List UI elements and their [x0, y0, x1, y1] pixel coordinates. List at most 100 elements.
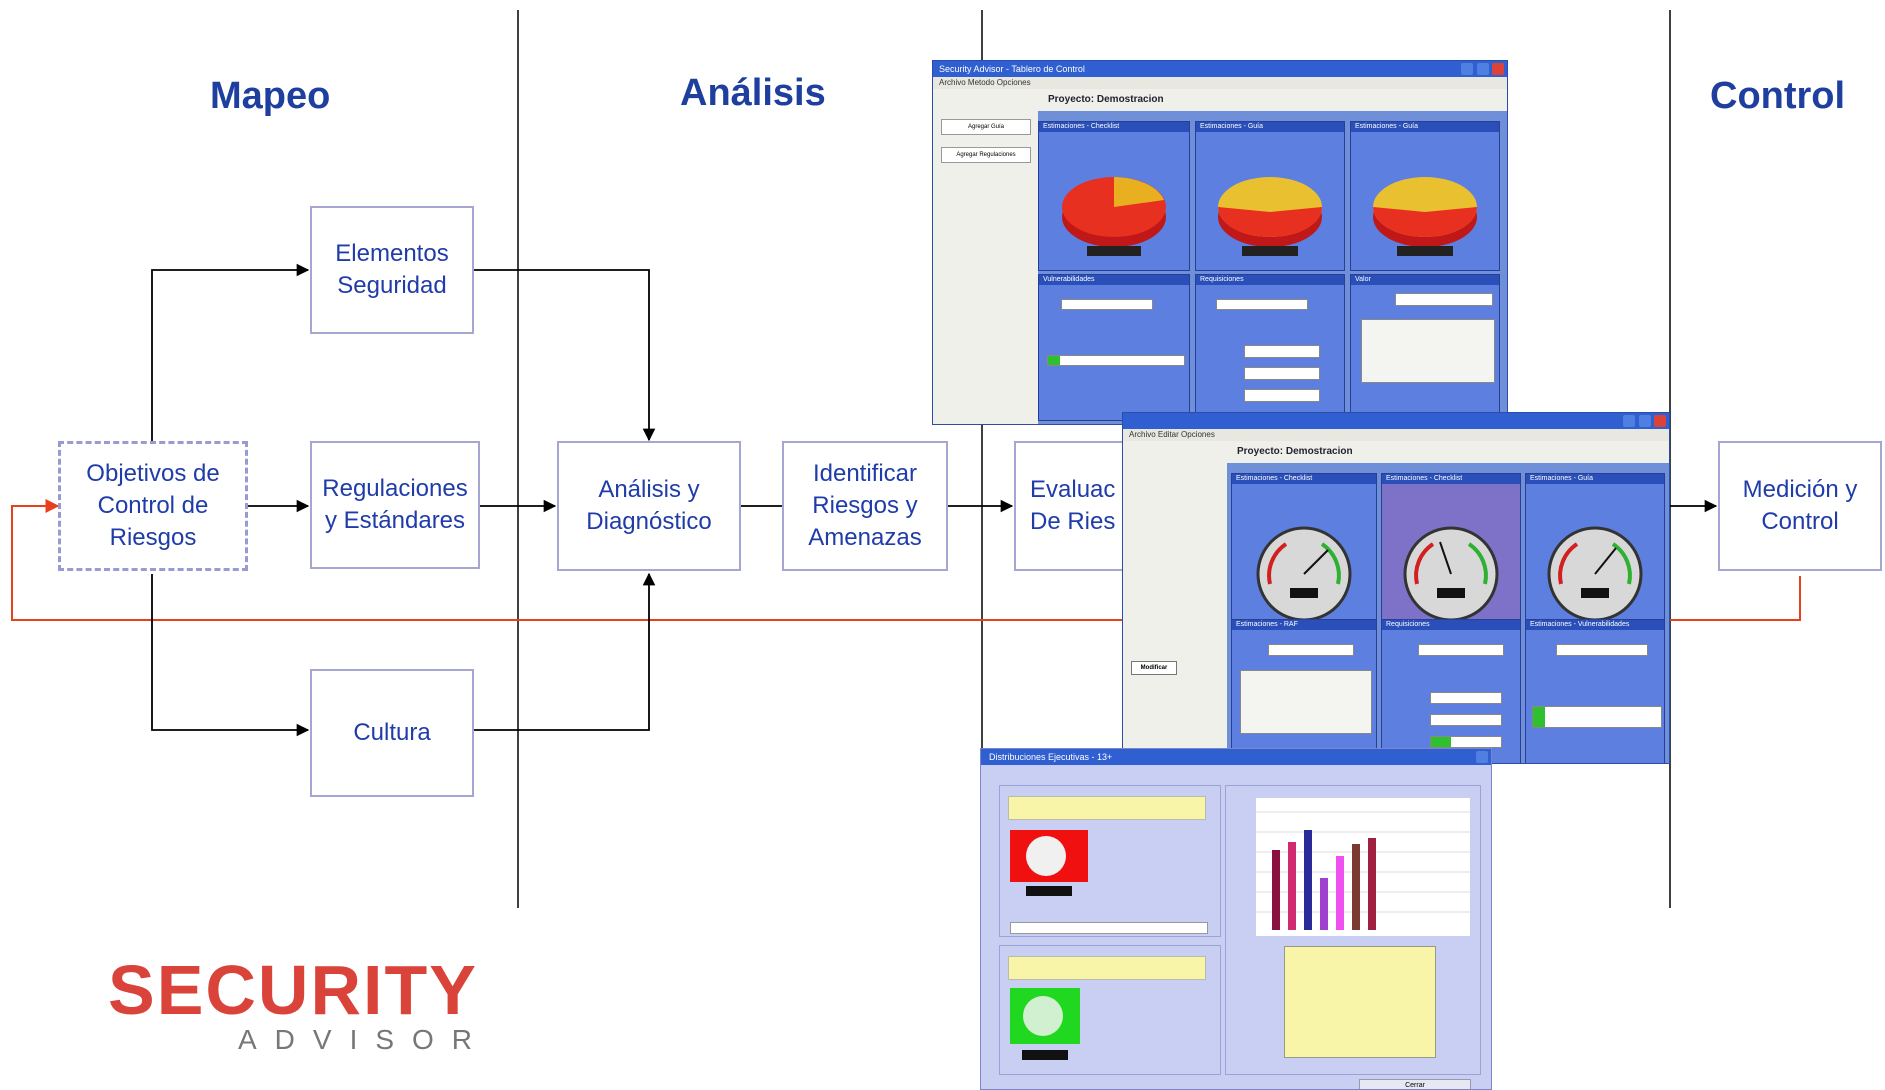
- pie-chart-icon: [1218, 177, 1322, 256]
- minimize-icon: [1461, 63, 1473, 75]
- digital-readout: [1022, 1050, 1068, 1060]
- panel-requisiciones: Requisiciones: [1195, 274, 1345, 421]
- digital-readout: [1026, 886, 1072, 896]
- feedback-arrow: [11, 499, 1801, 621]
- panel-checklist-2: Estimaciones - Checklist: [1381, 473, 1521, 623]
- logo-word: SECURITY: [108, 951, 478, 1029]
- heading-analisis: Análisis: [680, 72, 826, 114]
- heading-mapeo: Mapeo: [210, 75, 331, 117]
- pie-chart-icon: [1373, 177, 1477, 256]
- close-button: Cerrar: [1359, 1079, 1471, 1089]
- project-bar: Proyecto: Demostracion: [1038, 89, 1507, 111]
- text-field: [1430, 692, 1502, 704]
- dropdown: [1061, 299, 1153, 310]
- arrow-to-elementos: [151, 263, 310, 441]
- security-advisor-logo: SECURITY ADVISOR: [108, 955, 528, 1055]
- panel-requisiciones: Requisiciones: [1381, 619, 1521, 763]
- arrow-cultura-analisis: [474, 572, 656, 731]
- close-icon: [1492, 63, 1504, 75]
- panel-header: Requisiciones: [1382, 620, 1520, 630]
- data-table: [1284, 946, 1436, 1058]
- dropdown: [1010, 922, 1208, 934]
- panel-guia-2: Estimaciones - Guía: [1350, 121, 1500, 271]
- status-indicator-green: [1010, 988, 1080, 1044]
- minimize-icon: [1623, 415, 1635, 427]
- panel-header: Valor: [1351, 275, 1499, 285]
- dashboard-window-2: Archivo Editar Opciones Modificar Proyec…: [1122, 412, 1670, 764]
- dropdown: [1395, 293, 1493, 306]
- panel-header: Estimaciones - Checklist: [1039, 122, 1189, 132]
- maximize-icon: [1477, 63, 1489, 75]
- dropdown: [1556, 644, 1648, 656]
- panel-header: Estimaciones - Guía: [1196, 122, 1344, 132]
- progress-bar: [1532, 706, 1662, 728]
- modify-button: Modificar: [1131, 661, 1177, 675]
- window-title: Security Advisor - Tablero de Control: [933, 61, 1507, 77]
- close-icon: [1476, 751, 1488, 763]
- window-title: Distribuciones Ejecutivas - 13+: [981, 749, 1491, 765]
- panel-checklist: Estimaciones - Checklist: [1038, 121, 1190, 271]
- dropdown: [1268, 644, 1354, 656]
- menu-bar: Archivo Editar Opciones: [1123, 429, 1669, 441]
- add-regulations-button: Agregar Regulaciones: [941, 147, 1031, 163]
- report-window: Distribuciones Ejecutivas - 13+: [980, 748, 1492, 1090]
- text-field: [1244, 389, 1320, 402]
- panel-checklist-1: Estimaciones - Checklist: [1231, 473, 1377, 623]
- text-field: [1430, 714, 1502, 726]
- add-guide-button: Agregar Guía: [941, 119, 1031, 135]
- panel-header: Requisiciones: [1196, 275, 1344, 285]
- gauge-icon: [1403, 526, 1499, 622]
- report-panel-chart: [1225, 785, 1481, 1075]
- value-table: [1361, 319, 1495, 383]
- window-sidebar: Agregar Guía Agregar Regulaciones: [933, 89, 1038, 424]
- arrow-elementos-analisis: [474, 269, 656, 442]
- panel-guia: Estimaciones - Guía: [1525, 473, 1665, 623]
- panel-header: Estimaciones - RAF: [1232, 620, 1376, 630]
- text-field: [1244, 345, 1320, 358]
- box-evaluacion: Evaluac De Ries: [1014, 441, 1134, 571]
- panel-header: Vulnerabilidades: [1039, 275, 1189, 285]
- project-bar: Proyecto: Demostracion: [1227, 441, 1669, 463]
- box-regulaciones: Regulaciones y Estándares: [310, 441, 480, 569]
- panel-valor: Valor: [1350, 274, 1500, 421]
- window-titlebar: [1123, 413, 1669, 429]
- panel-raf: Estimaciones - RAF: [1231, 619, 1377, 763]
- panel-vulnerabilidades: Estimaciones - Vulnerabilidades: [1525, 619, 1665, 763]
- panel-header: Estimaciones - Checklist: [1232, 474, 1376, 484]
- bar-chart-icon: [1256, 798, 1470, 936]
- dashboard-window-1: Security Advisor - Tablero de Control Ar…: [932, 60, 1508, 425]
- heading-control: Control: [1710, 75, 1846, 117]
- box-identificar: Identificar Riesgos y Amenazas: [782, 441, 948, 571]
- dropdown: [1418, 644, 1504, 656]
- logo-sub: ADVISOR: [238, 1024, 491, 1055]
- value-table: [1240, 670, 1372, 734]
- panel-vulnerabilidades: Vulnerabilidades: [1038, 274, 1190, 421]
- panel-header: Estimaciones - Guía: [1526, 474, 1664, 484]
- panel-header: Estimaciones - Vulnerabilidades: [1526, 620, 1664, 630]
- gauge-icon: [1256, 526, 1352, 622]
- note-box: [1008, 956, 1206, 980]
- panel-header: Estimaciones - Checklist: [1382, 474, 1520, 484]
- close-icon: [1654, 415, 1666, 427]
- text-field: [1430, 736, 1502, 748]
- panel-header: Estimaciones - Guía: [1351, 122, 1499, 132]
- box-cultura: Cultura: [310, 669, 474, 797]
- gauge-icon: [1547, 526, 1643, 622]
- text-field: [1244, 367, 1320, 380]
- arrow-to-cultura: [151, 574, 310, 737]
- progress-bar: [1047, 355, 1185, 366]
- box-elementos: Elementos Seguridad: [310, 206, 474, 334]
- box-medicion: Medición y Control: [1718, 441, 1882, 571]
- panel-guia-1: Estimaciones - Guía: [1195, 121, 1345, 271]
- box-objetivos: Objetivos de Control de Riesgos: [58, 441, 248, 571]
- report-panel-top: [999, 785, 1221, 937]
- maximize-icon: [1639, 415, 1651, 427]
- report-panel-bottom: [999, 945, 1221, 1075]
- note-box: [1008, 796, 1206, 820]
- menu-bar: Archivo Metodo Opciones: [933, 77, 1507, 89]
- box-analisis-diagnostico: Análisis y Diagnóstico: [557, 441, 741, 571]
- dropdown: [1216, 299, 1308, 310]
- window-sidebar: Modificar: [1123, 441, 1227, 763]
- status-indicator-red: [1010, 830, 1088, 882]
- pie-chart-icon: [1062, 177, 1166, 256]
